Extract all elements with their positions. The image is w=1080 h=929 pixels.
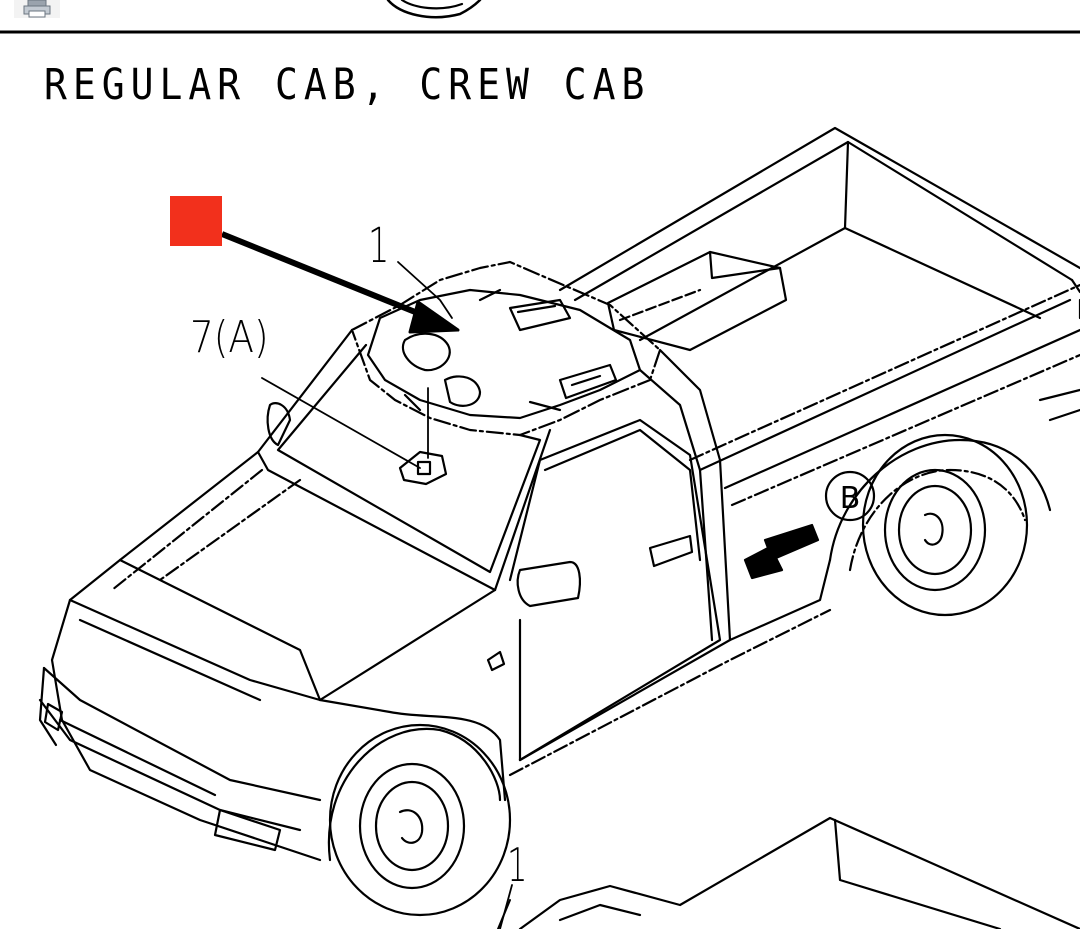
annotation-arrow-line <box>220 231 432 321</box>
front-wheel <box>328 723 512 917</box>
part7-fastener <box>398 450 448 486</box>
leader-line-part1 <box>397 261 453 319</box>
second-figure-fragment <box>497 816 1080 929</box>
view-b-label: B <box>840 481 861 516</box>
leader-line-part7 <box>261 377 421 469</box>
rear-wheel <box>861 433 1029 617</box>
leader-line-part1-lower <box>499 884 513 929</box>
truck-body <box>38 328 1080 862</box>
cab-roof <box>350 260 662 437</box>
annotation-marker <box>170 196 222 246</box>
callout-part-7a: 7(A) <box>190 312 269 363</box>
callout-part-1-lower: 1 <box>507 838 528 892</box>
truck-bed <box>558 126 1080 507</box>
previous-figure-fragment <box>386 0 482 19</box>
annotation-arrowhead <box>408 300 460 334</box>
callout-part-1: 1 <box>368 218 390 274</box>
view-b-circle <box>824 470 876 522</box>
printer-icon[interactable] <box>14 0 60 18</box>
diagram-heading: REGULAR CAB, CREW CAB <box>44 60 651 110</box>
